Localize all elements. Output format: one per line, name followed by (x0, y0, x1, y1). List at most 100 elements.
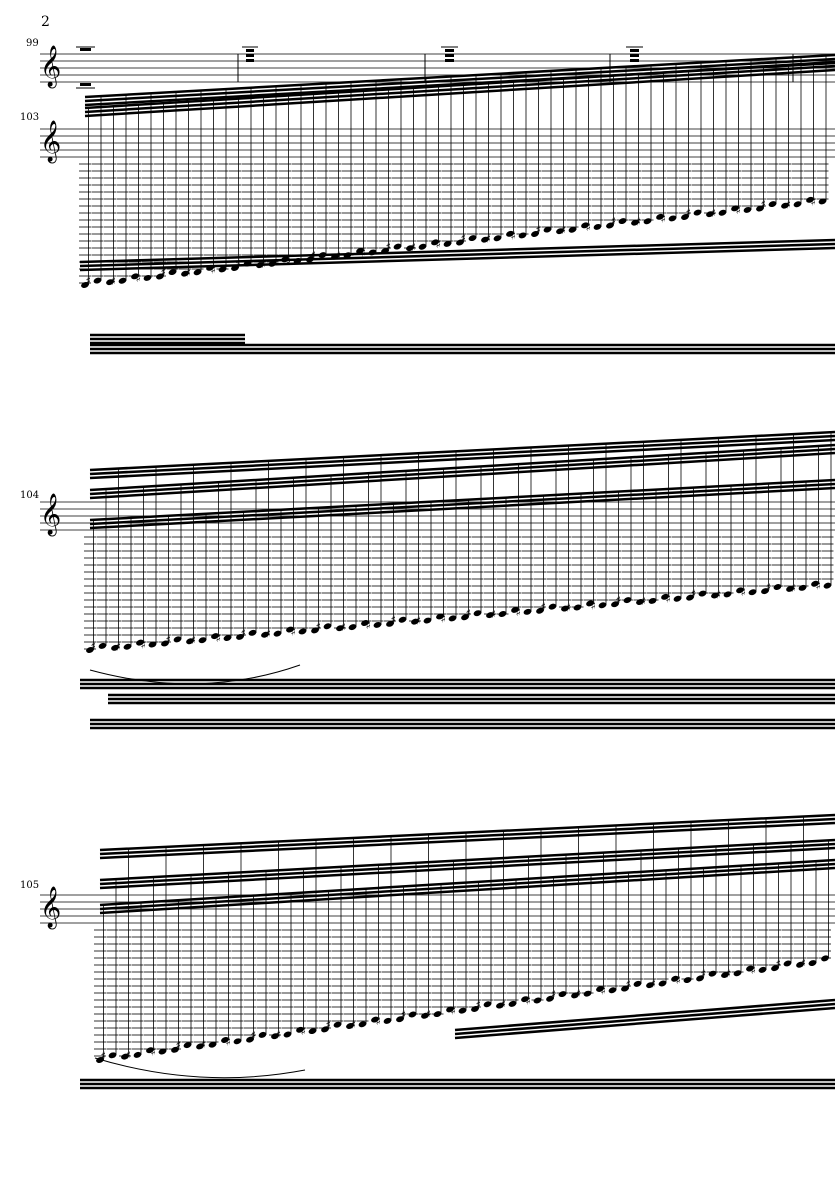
note-head (208, 1041, 217, 1048)
note-head (696, 975, 704, 982)
note-head (483, 1001, 492, 1008)
note-head (631, 219, 639, 226)
note-head (193, 269, 202, 276)
note-head (383, 1017, 392, 1024)
sharp-icon: ♯ (461, 232, 466, 245)
beam (99, 858, 835, 907)
sharp-icon: ♯ (576, 988, 581, 1001)
note-head (443, 240, 452, 247)
sharp-icon: ♯ (376, 1015, 381, 1028)
sharp-icon: ♯ (711, 207, 716, 220)
note-head (821, 955, 829, 962)
note-head (236, 633, 244, 640)
note-head (411, 618, 419, 625)
measure-number-104: 104 (20, 490, 40, 501)
note-head (358, 1021, 367, 1028)
sharp-icon: ♯ (741, 586, 746, 599)
tie (94, 1057, 306, 1079)
sharp-icon: ♯ (111, 275, 116, 288)
sharp-icon: ♯ (301, 1025, 306, 1038)
note-head (321, 1026, 329, 1033)
sharp-icon: ♯ (526, 994, 531, 1007)
breve-rest-icon (246, 49, 254, 52)
note-head (573, 604, 582, 611)
sharp-icon: ♯ (416, 615, 421, 628)
note-head (296, 1026, 304, 1033)
note-head (323, 623, 332, 630)
sharp-icon: ♯ (161, 266, 166, 279)
note-head (183, 1042, 192, 1049)
note-head (606, 222, 614, 229)
note-head (633, 980, 642, 987)
beam (79, 242, 835, 268)
note-head (533, 997, 542, 1004)
beam (89, 451, 835, 500)
note-head (423, 617, 432, 624)
note-head (248, 629, 257, 636)
note-head (656, 213, 664, 220)
note-head (481, 236, 489, 243)
note-head (571, 992, 579, 999)
sharp-icon: ♯ (476, 998, 481, 1011)
note-head (743, 206, 752, 213)
sharp-icon: ♯ (401, 1008, 406, 1021)
beam (84, 61, 835, 107)
note-head (436, 613, 444, 620)
sharp-icon: ♯ (666, 593, 671, 606)
tie (89, 664, 301, 685)
note-head (471, 1006, 479, 1012)
treble-clef-icon: 𝄞 (40, 886, 61, 929)
note-head (693, 209, 702, 216)
note-head (308, 1028, 317, 1035)
note-head (233, 1038, 242, 1045)
note-head (798, 584, 807, 591)
beam (454, 998, 835, 1032)
note-head (433, 1011, 442, 1018)
note-head (711, 592, 719, 599)
note-head (196, 1043, 204, 1050)
note-head (311, 627, 319, 634)
note-head (683, 977, 692, 984)
sharp-icon: ♯ (436, 238, 441, 251)
sharp-icon: ♯ (341, 621, 346, 634)
sharp-icon: ♯ (216, 632, 221, 645)
note-head (736, 587, 744, 594)
sharp-icon: ♯ (616, 594, 621, 607)
note-head (511, 606, 519, 613)
note-head (418, 243, 427, 250)
sharp-icon: ♯ (776, 957, 781, 970)
note-head (783, 960, 792, 967)
note-head (486, 612, 494, 619)
note-head (761, 588, 769, 595)
note-head (181, 270, 189, 277)
beam (84, 57, 835, 103)
sharp-icon: ♯ (391, 614, 396, 627)
note-head (298, 628, 307, 635)
note-head (106, 279, 114, 286)
note-head (448, 615, 457, 622)
treble-clef-icon: 𝄞 (40, 493, 61, 536)
beam (89, 478, 835, 522)
note-head (671, 975, 679, 982)
beam (89, 443, 835, 492)
beam (89, 434, 835, 476)
note-head (598, 602, 607, 609)
sharp-icon: ♯ (551, 988, 556, 1001)
beam (84, 68, 835, 118)
beam (79, 246, 835, 272)
beam (84, 53, 835, 99)
note-head (156, 273, 164, 280)
note-head (221, 1037, 229, 1043)
note-head (781, 202, 789, 209)
beam (79, 238, 835, 264)
note-head (456, 239, 464, 246)
sharp-icon: ♯ (726, 967, 731, 980)
note-head (536, 607, 544, 614)
breve-rest-icon (445, 54, 454, 57)
note-head (811, 580, 819, 587)
note-head (136, 639, 144, 646)
note-head (561, 605, 569, 612)
breve-rest-icon (445, 49, 454, 52)
note-head (286, 626, 294, 633)
